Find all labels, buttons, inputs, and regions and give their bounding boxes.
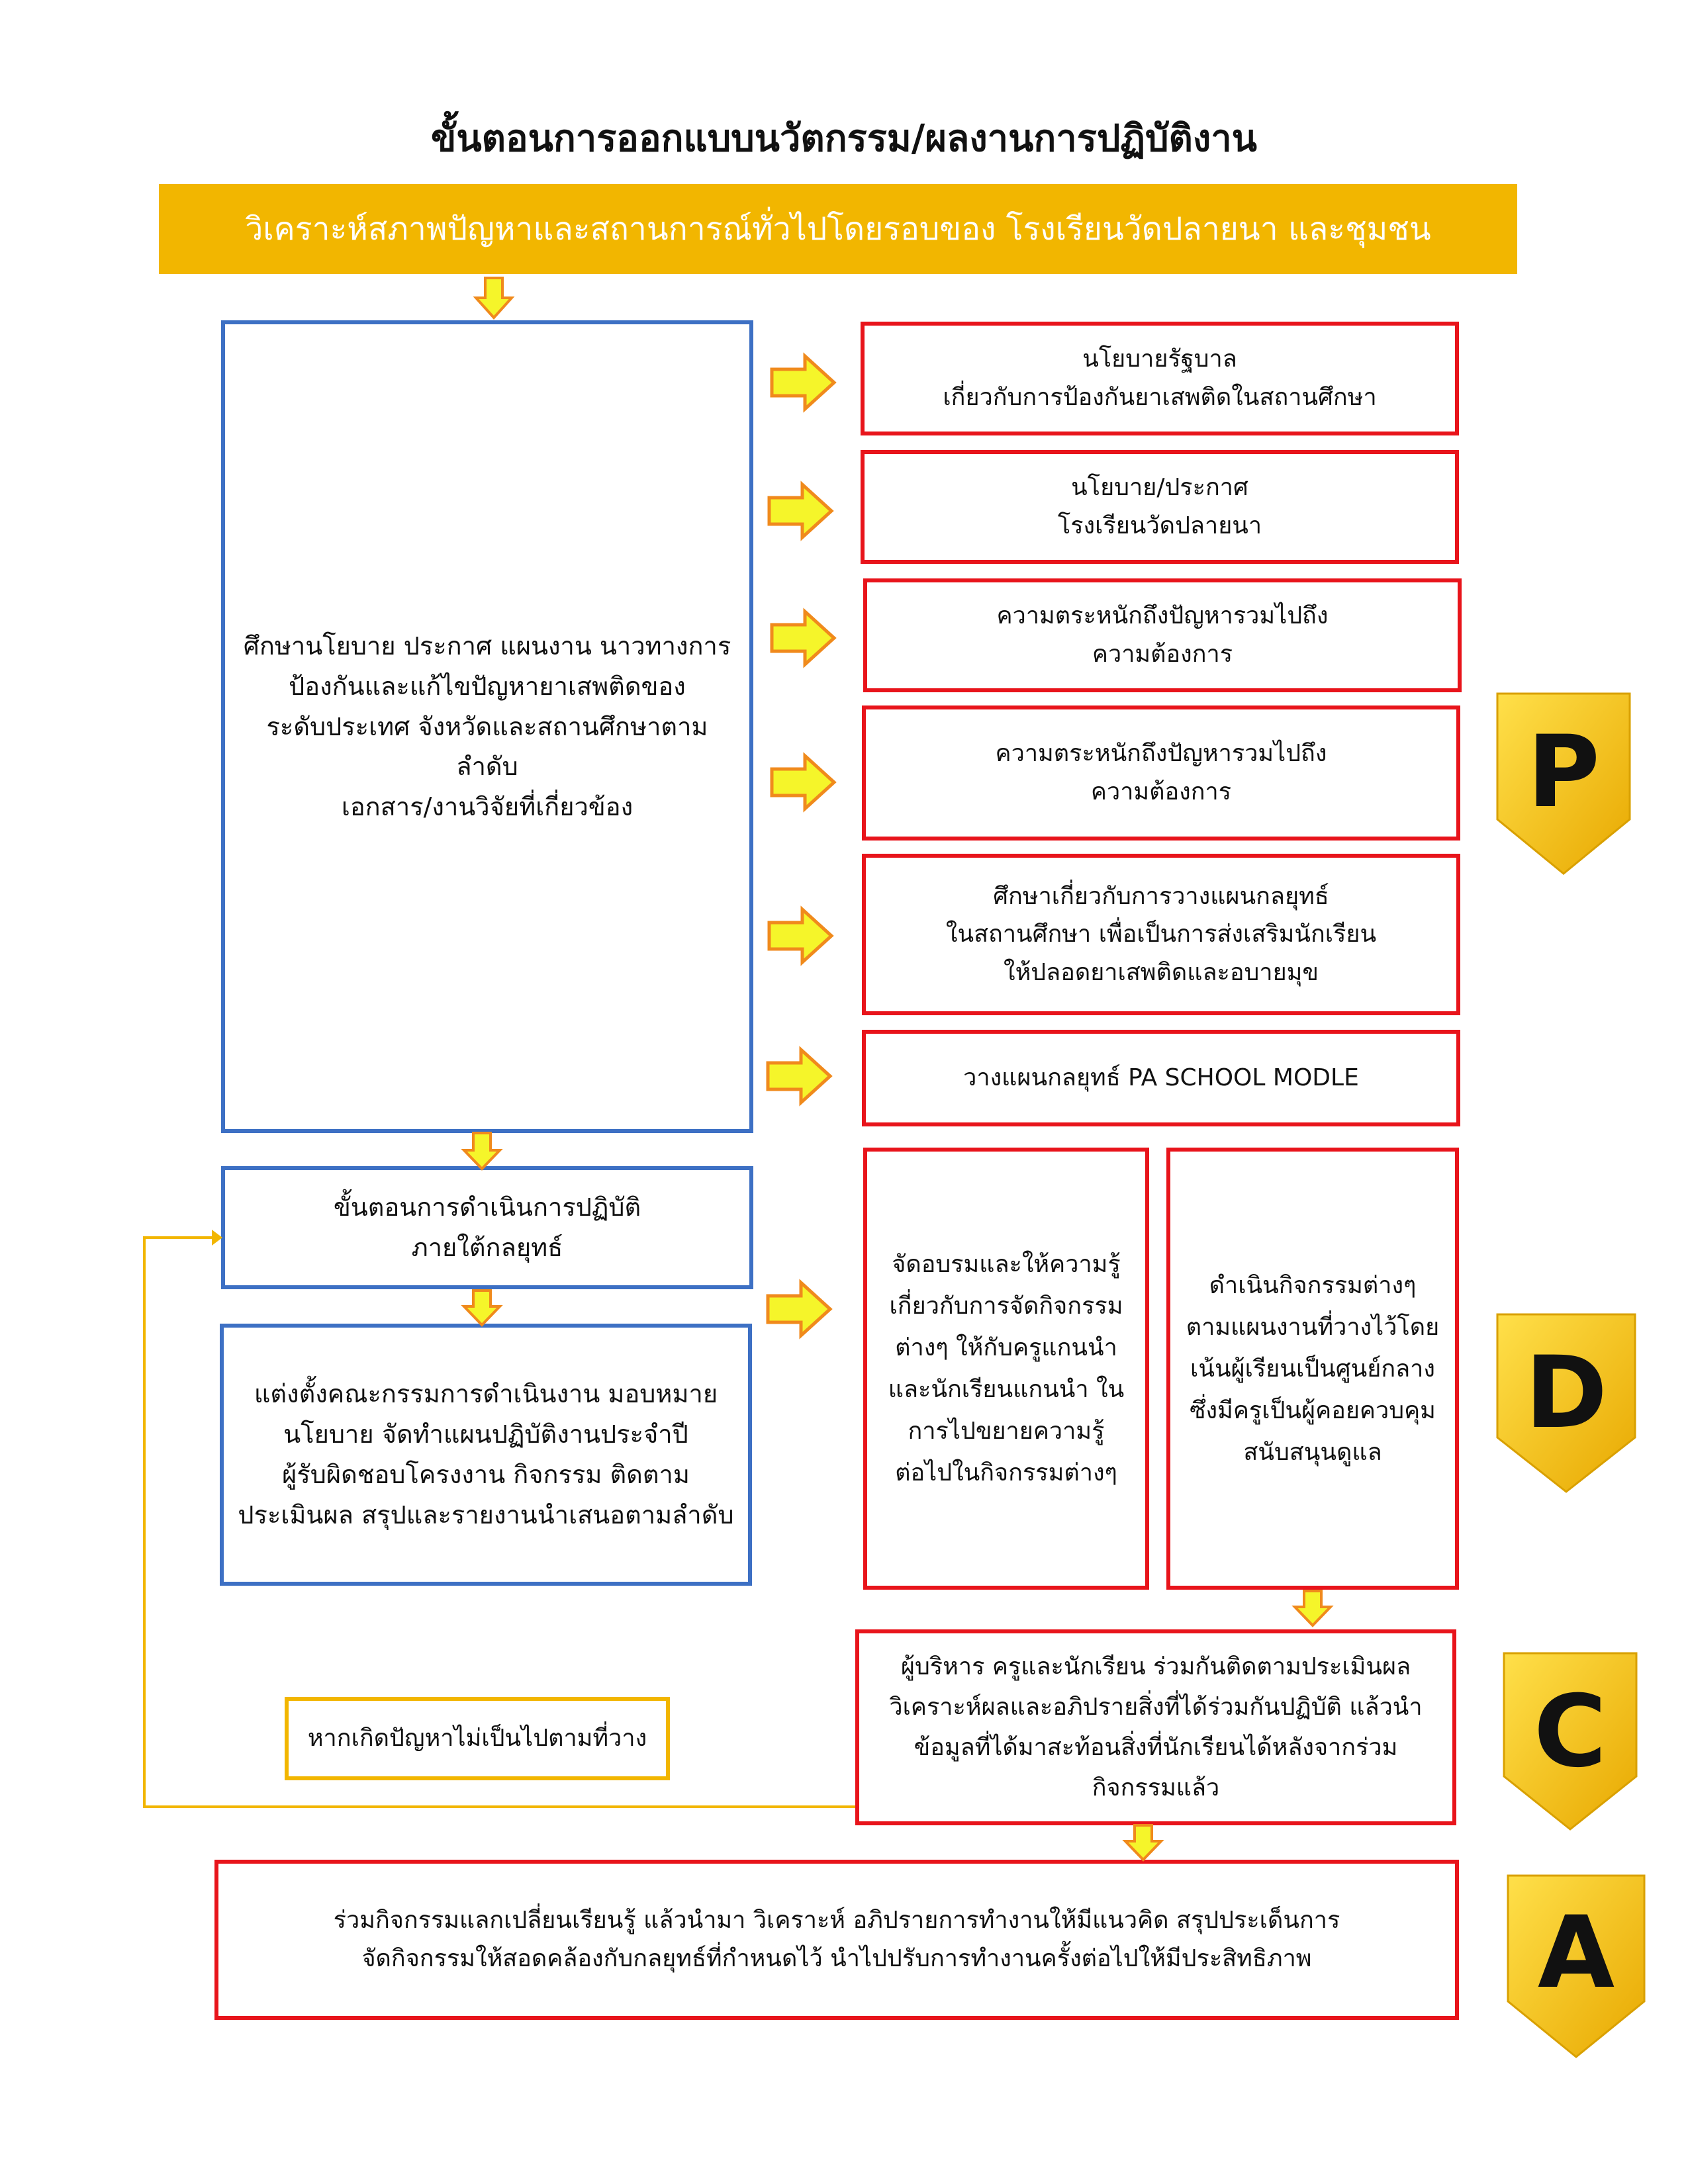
check-box: ผู้บริหาร ครูและนักเรียน ร่วมกันติดตามปร…	[855, 1629, 1456, 1825]
down-arrow-check	[1122, 1824, 1164, 1862]
do-box-training: จัดอบรมและให้ความรู้ เกี่ยวกับการจัดกิจก…	[863, 1148, 1149, 1590]
act-box: ร่วมกิจกรรมแลกเปลี่ยนเรียนรู้ แล้วนำมา ว…	[214, 1860, 1459, 2020]
analysis-banner: วิเคราะห์สภาพปัญหาและสถานการณ์ทั่วไปโดยร…	[159, 184, 1517, 274]
committee-box: แต่งตั้งคณะกรรมการดำเนินงาน มอบหมาย นโยบ…	[220, 1324, 752, 1586]
down-arrow-steps	[461, 1289, 503, 1327]
plan-box-awareness-1: ความตระหนักถึงปัญหารวมไปถึง ความต้องการ	[863, 578, 1462, 692]
down-arrow-study	[461, 1132, 503, 1171]
feedback-loop-arrowhead	[212, 1230, 222, 1246]
plan-box-government-policy: นโยบายรัฐบาล เกี่ยวกับการป้องกันยาเสพติด…	[861, 322, 1459, 435]
pdca-a-chevron	[1507, 1874, 1646, 2058]
feedback-loop-line	[143, 1236, 855, 1808]
pdca-letter-a: A	[1538, 1895, 1615, 2011]
pdca-letter-d: D	[1525, 1336, 1608, 1451]
right-arrow-3	[770, 608, 837, 668]
policy-study-box: ศึกษานโยบาย ประกาศ แผนงาน นาวทางการ ป้อง…	[221, 320, 753, 1133]
right-arrow-do	[766, 1279, 833, 1340]
plan-box-awareness-2: ความตระหนักถึงปัญหารวมไปถึง ความต้องการ	[862, 705, 1460, 841]
plan-box-school-policy: นโยบาย/ประกาศ โรงเรียนวัดปลายนา	[861, 450, 1459, 564]
down-arrow-do	[1291, 1590, 1334, 1627]
right-arrow-2	[767, 480, 834, 541]
do-box-activities: ดำเนินกิจกรรมต่างๆ ตามแผนงานที่วางไว้โดย…	[1166, 1148, 1459, 1590]
feedback-note: หากเกิดปัญหาไม่เป็นไปตามที่วาง	[285, 1697, 670, 1780]
implementation-steps-box: ขั้นตอนการดำเนินการปฏิบัติ ภายใต้กลยุทธ์	[221, 1166, 753, 1289]
plan-box-pa-school-model: วางแผนกลยุทธ์ PA SCHOOL MODLE	[862, 1030, 1460, 1126]
right-arrow-4	[770, 752, 837, 813]
right-arrow-5	[767, 905, 834, 966]
down-arrow-banner	[473, 277, 515, 320]
down-arrow	[473, 277, 515, 320]
page-title: ขั้นตอนการออกแบบนวัตกรรม/ผลงานการปฏิบัติ…	[431, 117, 1257, 160]
right-arrow-6	[766, 1046, 833, 1107]
pdca-c-chevron	[1503, 1652, 1638, 1831]
right-arrow-1	[770, 352, 837, 413]
pdca-d-chevron	[1496, 1313, 1636, 1493]
pdca-p-chevron	[1496, 692, 1631, 875]
pdca-letter-p: P	[1527, 715, 1600, 830]
plan-box-strategy-study: ศึกษาเกี่ยวกับการวางแผนกลยุทธ์ ในสถานศึก…	[862, 854, 1460, 1015]
pdca-letter-c: C	[1534, 1674, 1607, 1790]
